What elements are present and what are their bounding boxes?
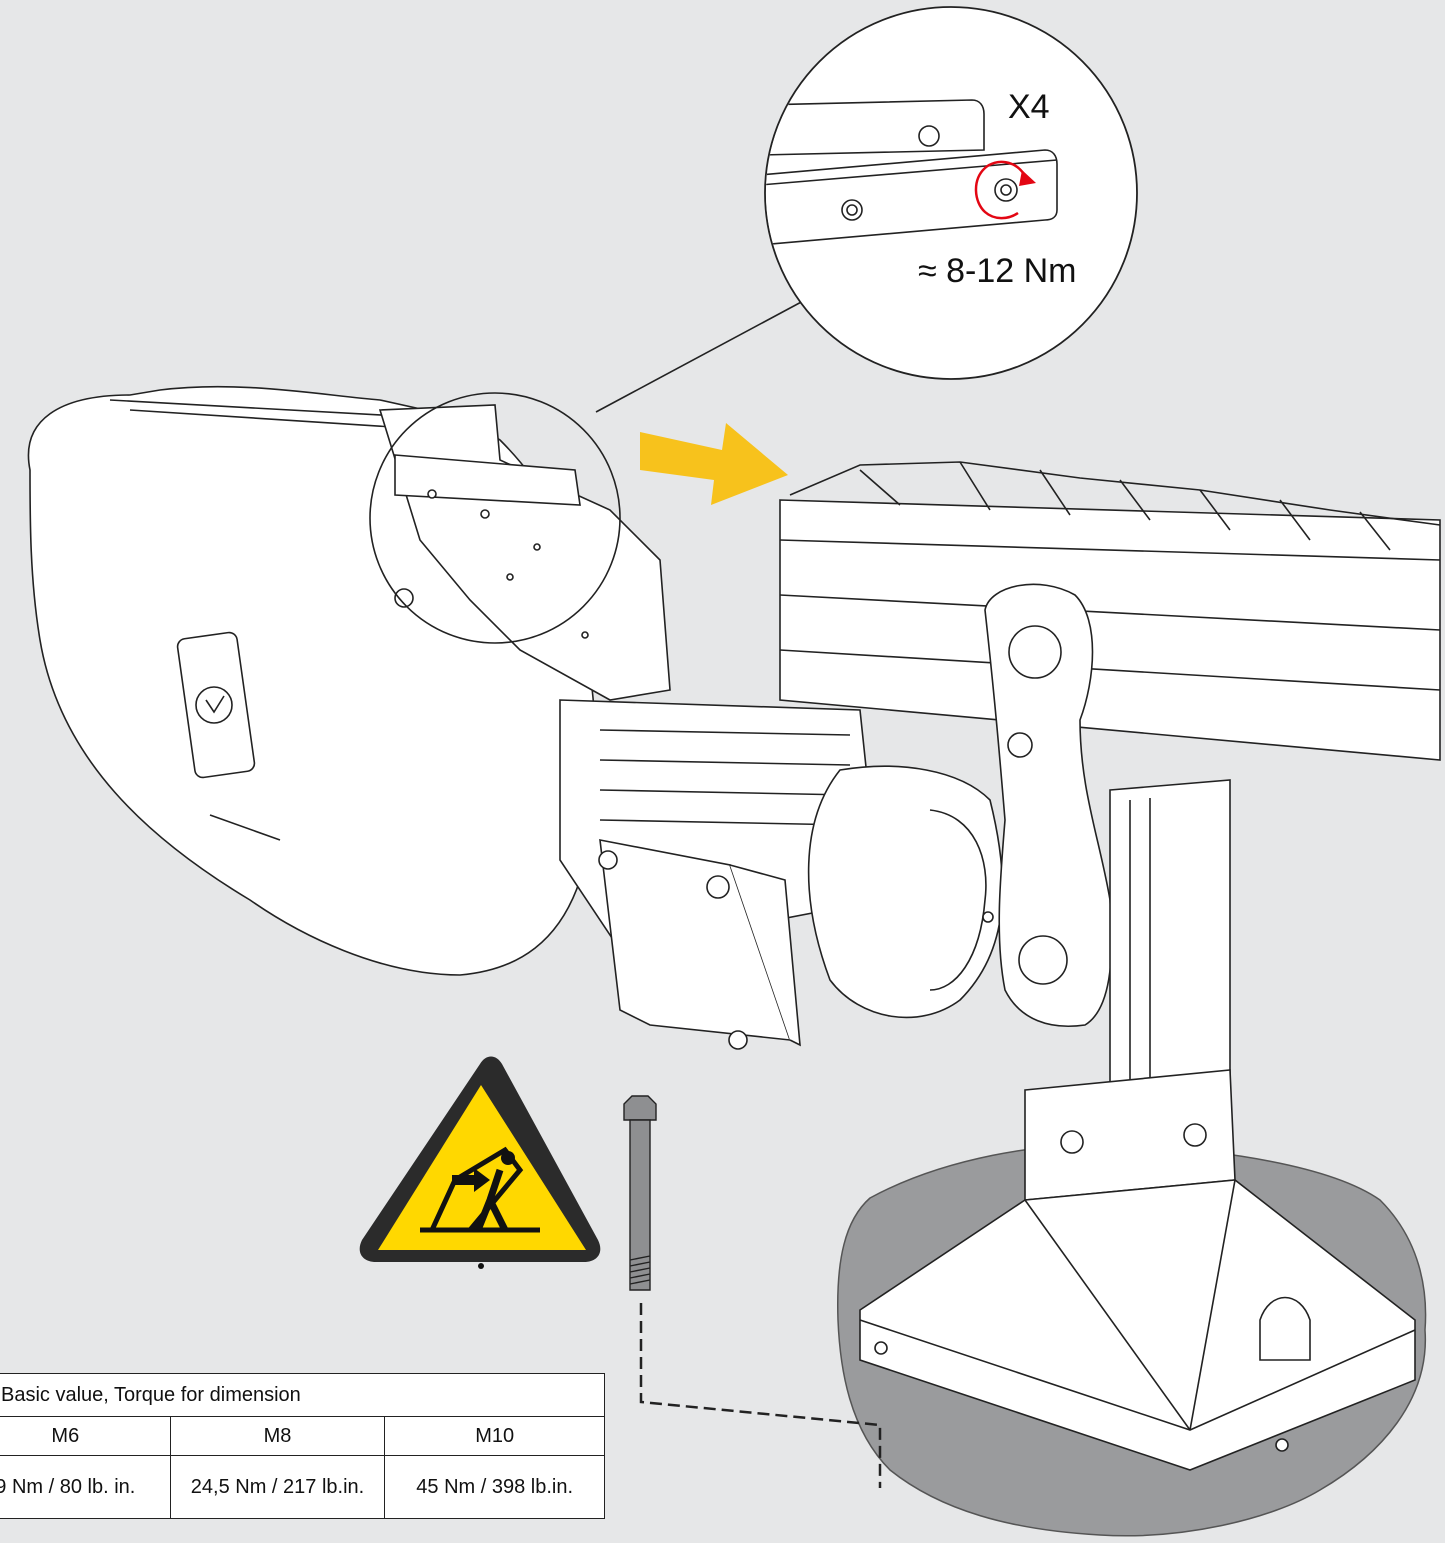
direction-arrow-icon <box>640 423 788 505</box>
quantity-label: X4 <box>1008 88 1050 126</box>
table-value-m10: 45 Nm / 398 lb.in. <box>384 1455 605 1519</box>
table-row: 9 Nm / 80 lb. in. 24,5 Nm / 217 lb.in. 4… <box>0 1455 605 1519</box>
table-caption-row: Basic value, Torque for dimension <box>0 1373 605 1417</box>
detail-highlight-circle <box>369 392 621 644</box>
torque-label: ≈ 8-12 Nm <box>918 252 1077 290</box>
support-clamp <box>984 583 1113 1028</box>
hex-bolt-icon <box>623 1095 657 1291</box>
terminal-box <box>598 839 801 1050</box>
support-stand <box>859 779 1416 1471</box>
tipping-hazard-warning-icon <box>359 1056 601 1269</box>
bolt-insertion-path <box>639 1303 882 1488</box>
table-header-m8: M8 <box>169 1416 386 1456</box>
table-header-m10: M10 <box>384 1416 605 1456</box>
motor <box>559 699 1004 1019</box>
table-value-m8: 24,5 Nm / 217 lb.in. <box>169 1455 386 1519</box>
tighten-rotation-icon <box>974 160 1036 220</box>
mounting-bracket <box>378 404 671 701</box>
conveyor-beam <box>779 461 1441 761</box>
table-header-m6: M6 <box>0 1416 171 1456</box>
table-caption: Basic value, Torque for dimension <box>0 1373 605 1417</box>
callout-leader-line <box>595 299 806 413</box>
detail-callout-circle <box>764 6 1138 380</box>
torque-table: Basic value, Torque for dimension M6 M8 … <box>0 1373 605 1519</box>
table-value-m6: 9 Nm / 80 lb. in. <box>0 1455 171 1519</box>
table-header-row: M6 M8 M10 <box>0 1416 605 1456</box>
